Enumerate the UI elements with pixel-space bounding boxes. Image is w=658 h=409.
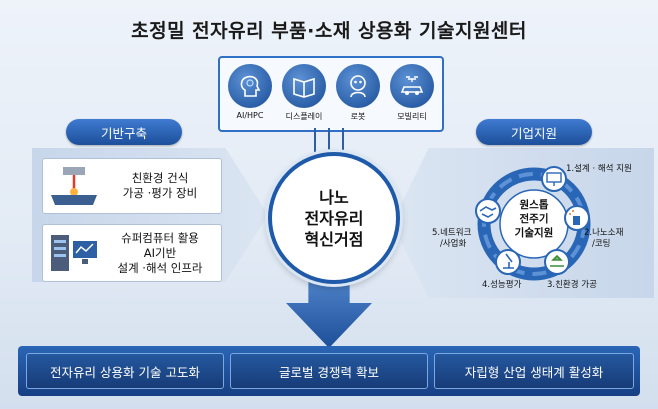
cycle-center-line: 원스톱 bbox=[519, 199, 549, 211]
spray-coating-icon bbox=[564, 205, 590, 231]
infra-text-line: 가공 ·평가 장비 bbox=[122, 186, 198, 200]
cycle-step-3: 3.친환경 가공 bbox=[547, 280, 597, 290]
page-title: 초정밀 전자유리 부품·소재 상용화 기술지원센터 bbox=[131, 19, 527, 42]
application-display: 디스플레이 bbox=[278, 64, 330, 122]
cycle-center-line: 기술지원 bbox=[514, 227, 554, 239]
monitor-design-icon bbox=[541, 166, 567, 192]
company-support-badge: 기업지원 bbox=[476, 119, 592, 145]
outcome-global-competitiveness: 글로벌 경쟁력 확보 bbox=[230, 353, 428, 389]
cycle-step-4: 4.성능평가 bbox=[482, 280, 522, 290]
cycle-center-line: 전주기 bbox=[519, 213, 549, 225]
applications-panel: AI/HPC 디스플레이 로봇 모빌리티 bbox=[218, 56, 444, 132]
infra-item-equipment: 친환경 건식 가공 ·평가 장비 bbox=[42, 158, 222, 214]
outcome-ecosystem: 자립형 산업 생태계 활성화 bbox=[434, 353, 634, 389]
hub-line: 혁신거점 bbox=[304, 229, 364, 249]
application-label: AI/HPC bbox=[236, 111, 264, 120]
laser-machining-icon bbox=[51, 167, 97, 205]
cycle-step-2: 2.나노소재 bbox=[584, 228, 624, 238]
application-mobility: 모빌리티 bbox=[386, 64, 438, 122]
handshake-icon bbox=[475, 198, 501, 224]
application-robot: 로봇 bbox=[332, 64, 384, 122]
cycle-step-2-sub: /코팅 bbox=[592, 239, 611, 249]
eco-processing-icon bbox=[544, 249, 570, 275]
cycle-step-5-sub: /사업화 bbox=[440, 239, 467, 249]
outcomes-bar: 전자유리 상용화 기술 고도화 글로벌 경쟁력 확보 자립형 산업 생태계 활성… bbox=[18, 346, 640, 396]
connector-line bbox=[314, 128, 316, 154]
cycle-step-5: 5.네트워크 bbox=[432, 228, 472, 238]
display-book-icon bbox=[282, 64, 326, 108]
infra-text-line: 설계 ·해석 인프라 bbox=[117, 260, 203, 275]
infra-text-line: 친환경 건식 bbox=[131, 171, 189, 185]
application-ai-hpc: AI/HPC bbox=[224, 64, 276, 120]
infra-text-line: 슈퍼컴퓨터 활용 bbox=[121, 230, 199, 245]
supercomputer-icon bbox=[51, 235, 97, 271]
hub-line: 나노 bbox=[319, 187, 349, 207]
cycle-step-1: 1.설계 · 해석 지원 bbox=[566, 164, 632, 174]
robot-icon bbox=[336, 64, 380, 108]
infra-item-supercomputer: 슈퍼컴퓨터 활용 AI기반 설계 ·해석 인프라 bbox=[42, 224, 222, 282]
application-label: 모빌리티 bbox=[397, 112, 427, 121]
car-drone-icon bbox=[390, 64, 434, 108]
ai-head-icon bbox=[228, 64, 272, 108]
hub-line: 전자유리 bbox=[304, 208, 364, 228]
infra-text-line: AI기반 bbox=[143, 245, 177, 260]
connector-line bbox=[342, 128, 344, 154]
application-label: 로봇 bbox=[350, 112, 366, 121]
infrastructure-badge: 기반구축 bbox=[66, 119, 182, 145]
cycle-ring-graphic bbox=[475, 166, 591, 281]
connector-line bbox=[328, 128, 330, 150]
application-label: 디스플레이 bbox=[285, 112, 323, 121]
outcome-tech-advancement: 전자유리 상용화 기술 고도화 bbox=[26, 353, 224, 389]
support-cycle: 원스톱 전주기 기술지원 1.설계 · 해석 지원 2.나노소재 /코팅 3.친… bbox=[432, 148, 654, 296]
cycle-center-text: 원스톱 전주기 기술지원 bbox=[500, 198, 568, 240]
microscope-icon bbox=[495, 249, 521, 275]
innovation-hub: 나노 전자유리 혁신거점 bbox=[268, 152, 400, 284]
